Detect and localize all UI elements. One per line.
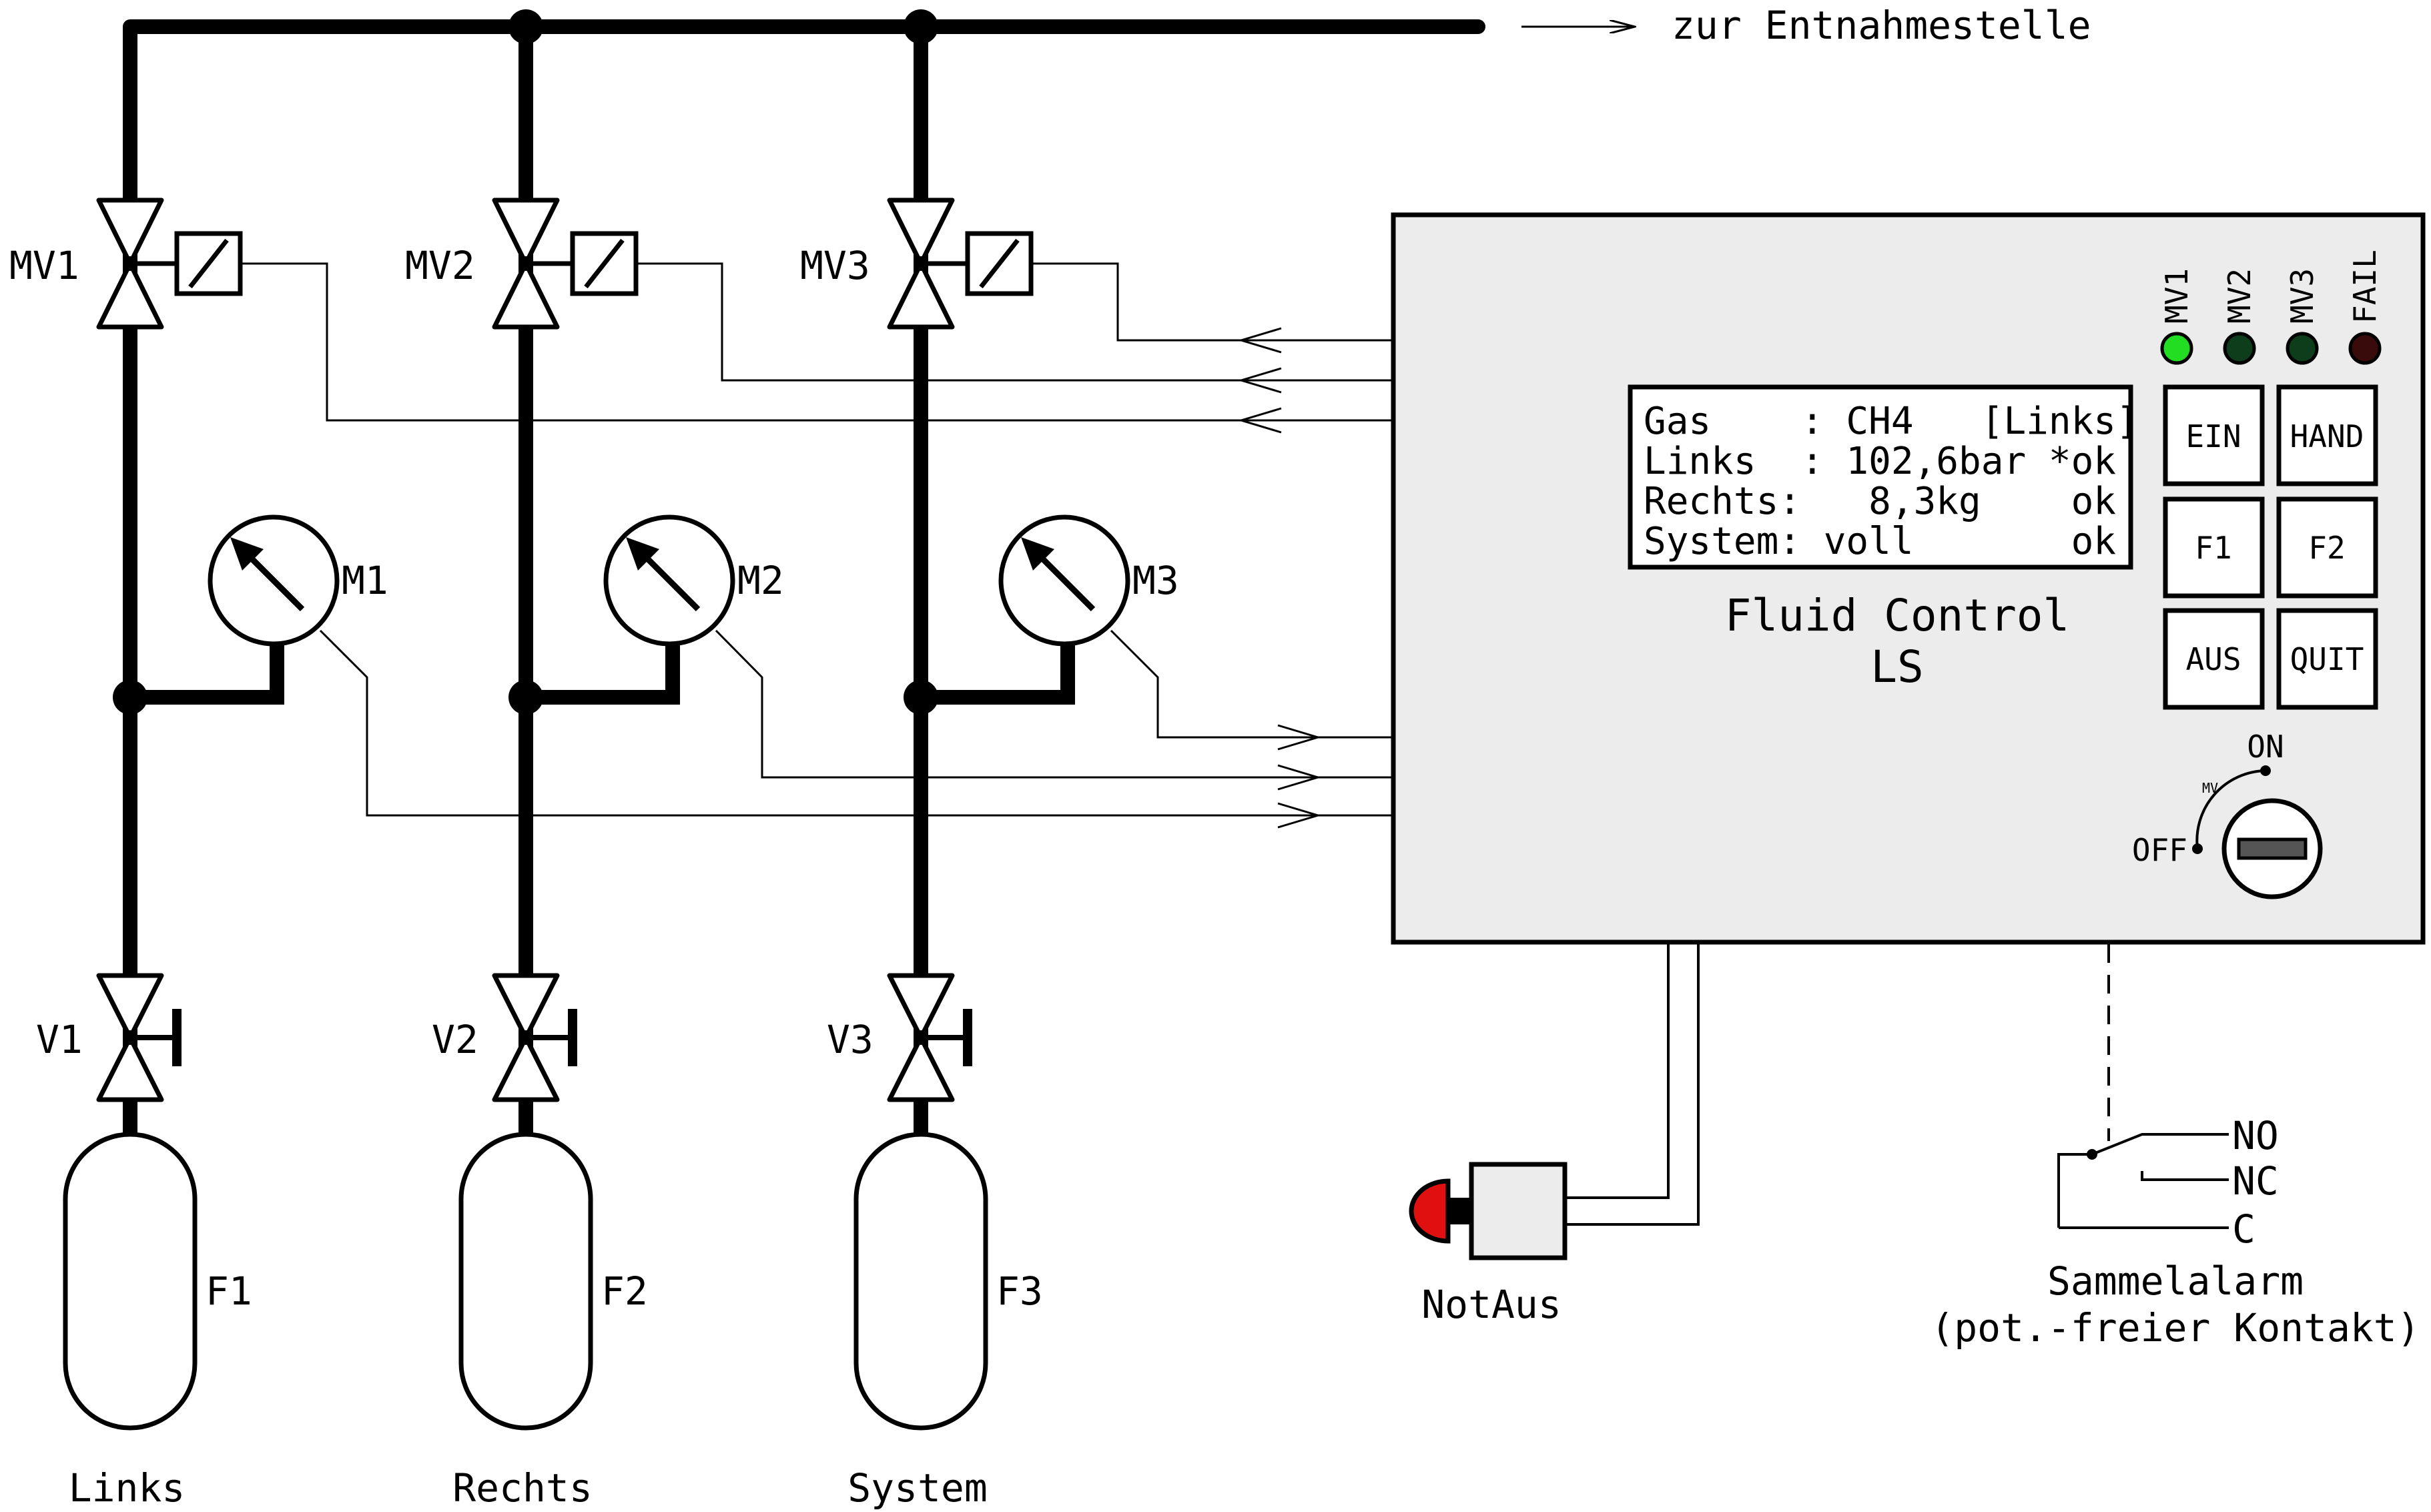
led-label-fail: FAIL <box>2347 250 2383 324</box>
alarm-c-label: C <box>2232 1206 2255 1252</box>
solenoid-control-wires <box>240 262 1391 434</box>
lcd-line-3: Rechts: 8,3kg ok <box>1644 480 2116 523</box>
f2-label: F2 <box>601 1268 648 1314</box>
f1-button-label: F1 <box>2195 530 2231 566</box>
column-3: MV3 M3 V3 F3 System <box>800 198 1179 1511</box>
gas-bottle-f3 <box>853 1132 988 1431</box>
alarm-no-label: NO <box>2232 1113 2279 1158</box>
mv2-label: MV2 <box>405 243 475 288</box>
v3-label: V3 <box>827 1017 874 1062</box>
v2-label: V2 <box>432 1017 478 1062</box>
f1-label: F1 <box>206 1268 252 1314</box>
mv3-label: MV3 <box>800 243 870 288</box>
bottle-label-links: Links <box>69 1465 186 1511</box>
alarm-title: Sammelalarm <box>2047 1258 2304 1304</box>
led-fail <box>2348 332 2382 365</box>
keyswitch-on-label: ON <box>2247 729 2284 765</box>
ein-button-label: EIN <box>2185 418 2241 454</box>
f2-button-label: F2 <box>2308 530 2345 566</box>
lcd-line-2: Links : 102,6bar *ok <box>1644 440 2116 483</box>
keyswitch-mv-label: MV <box>2202 780 2218 796</box>
f3-label: F3 <box>996 1268 1043 1314</box>
key-switch[interactable] <box>2192 765 2323 899</box>
alarm-nc-label: NC <box>2232 1158 2279 1204</box>
controller-subtitle: LS <box>1870 641 1923 693</box>
m1-label: M1 <box>342 558 388 603</box>
ein-button[interactable]: EIN <box>2163 384 2265 486</box>
m2-label: M2 <box>737 558 784 603</box>
mv1-label: MV1 <box>9 243 79 288</box>
solenoid-valve-mv2 <box>492 198 639 330</box>
column-1: MV1 M1 V1 F1 Links <box>9 198 388 1511</box>
solenoid-valve-mv1 <box>96 198 243 330</box>
solenoid-valve-mv3 <box>887 198 1034 330</box>
led-mv1 <box>2160 332 2193 365</box>
f1-button[interactable]: F1 <box>2163 496 2265 599</box>
hand-button[interactable]: HAND <box>2276 384 2378 486</box>
hand-valve-v2 <box>492 973 577 1102</box>
manifold-pipe <box>123 9 1485 1335</box>
quit-button[interactable]: QUIT <box>2276 608 2378 710</box>
alarm-contact <box>2057 944 2229 1229</box>
column-2: MV2 M2 V2 F2 Rechts <box>405 198 784 1511</box>
bottle-label-system: System <box>847 1465 988 1511</box>
lcd-line-4: System: voll ok <box>1644 520 2116 563</box>
alarm-subtitle: (pot.-freier Kontakt) <box>1931 1305 2420 1351</box>
aus-button[interactable]: AUS <box>2163 608 2265 710</box>
gas-bottle-f2 <box>458 1132 593 1431</box>
lcd-line-1: Gas : CH4 [Links] <box>1644 400 2139 443</box>
manometer-m1 <box>113 514 340 715</box>
controller-unit: Gas : CH4 [Links] Links : 102,6bar *ok R… <box>1391 212 2426 945</box>
v1-label: V1 <box>36 1017 83 1062</box>
led-label-mv2: MV2 <box>2221 268 2258 324</box>
hand-valve-v3 <box>887 973 972 1102</box>
outlet-label: zur Entnahmestelle <box>1672 3 2091 48</box>
led-mv3 <box>2286 332 2319 365</box>
controller-title: Fluid Control <box>1725 590 2070 641</box>
notaus-label: NotAus <box>1421 1282 1561 1327</box>
led-mv2 <box>2223 332 2256 365</box>
notaus-switch[interactable] <box>1409 1162 1568 1260</box>
notaus-wires <box>1565 944 1700 1226</box>
led-label-mv3: MV3 <box>2284 268 2320 324</box>
gas-bottle-f1 <box>63 1132 198 1431</box>
keyswitch-off-label: OFF <box>2132 832 2187 868</box>
lcd-display: Gas : CH4 [Links] Links : 102,6bar *ok R… <box>1628 384 2139 570</box>
manometer-m2 <box>508 514 735 715</box>
quit-button-label: QUIT <box>2290 641 2364 677</box>
hand-valve-v1 <box>96 973 182 1102</box>
bottle-label-rechts: Rechts <box>452 1465 593 1511</box>
hand-button-label: HAND <box>2290 418 2364 454</box>
led-label-mv1: MV1 <box>2159 268 2195 324</box>
m3-label: M3 <box>1132 558 1179 603</box>
manometer-signal-wires <box>319 629 1391 829</box>
f2-button[interactable]: F2 <box>2276 496 2378 599</box>
manometer-m3 <box>904 514 1130 715</box>
aus-button-label: AUS <box>2185 641 2241 677</box>
